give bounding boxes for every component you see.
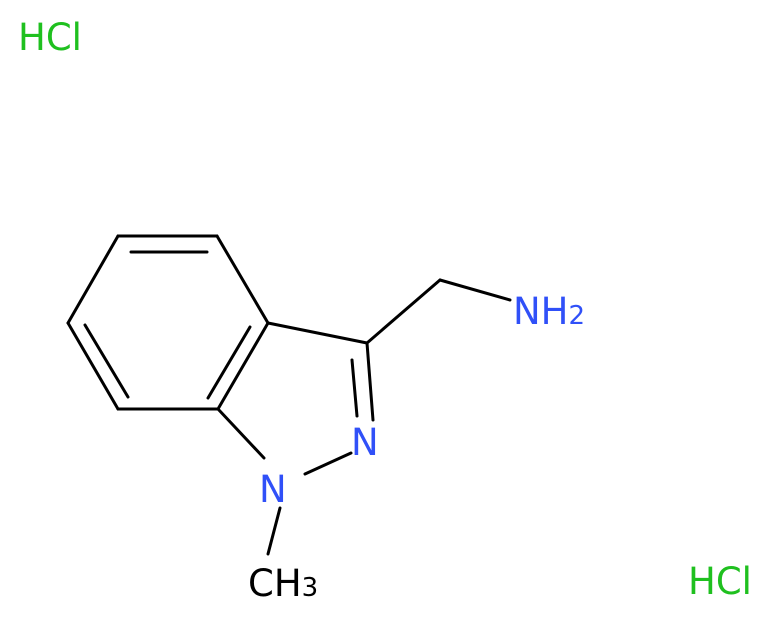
ch3-label: CH3: [248, 562, 318, 605]
bond-c3-n2-inner: [350, 358, 359, 418]
bond-c3a-c3: [266, 321, 369, 345]
bond-benzene-right-upper: [215, 234, 270, 325]
nh2-main: NH: [513, 290, 569, 333]
atom-labels: N N NH2 CH3 HCl HCl: [18, 16, 752, 605]
bond-benzene-left-upper: [66, 234, 120, 325]
bond-c7a-n1: [216, 407, 266, 460]
bond-fusion-inner: [206, 325, 252, 400]
atom-n2-label: N: [351, 421, 379, 464]
ch3-main: CH: [248, 562, 302, 605]
bond-benzene-left-inner: [83, 323, 130, 399]
hcl-bottom-label: HCl: [688, 560, 752, 603]
nh2-label: NH2: [513, 290, 585, 333]
hcl-top-label: HCl: [18, 16, 82, 59]
bonds: [66, 234, 512, 556]
ch3-subscript: 3: [302, 573, 319, 603]
bond-n1-ch3: [266, 506, 282, 556]
bond-n2-n1: [303, 451, 353, 476]
atom-n1-label: N: [259, 468, 287, 511]
bond-c3-ch2: [365, 278, 442, 345]
bond-benzene-left-lower: [66, 321, 120, 411]
bond-c3-n2: [365, 341, 375, 422]
bond-ch2-nh2: [438, 278, 512, 302]
bond-fusion: [216, 321, 270, 411]
nh2-subscript: 2: [569, 301, 586, 331]
